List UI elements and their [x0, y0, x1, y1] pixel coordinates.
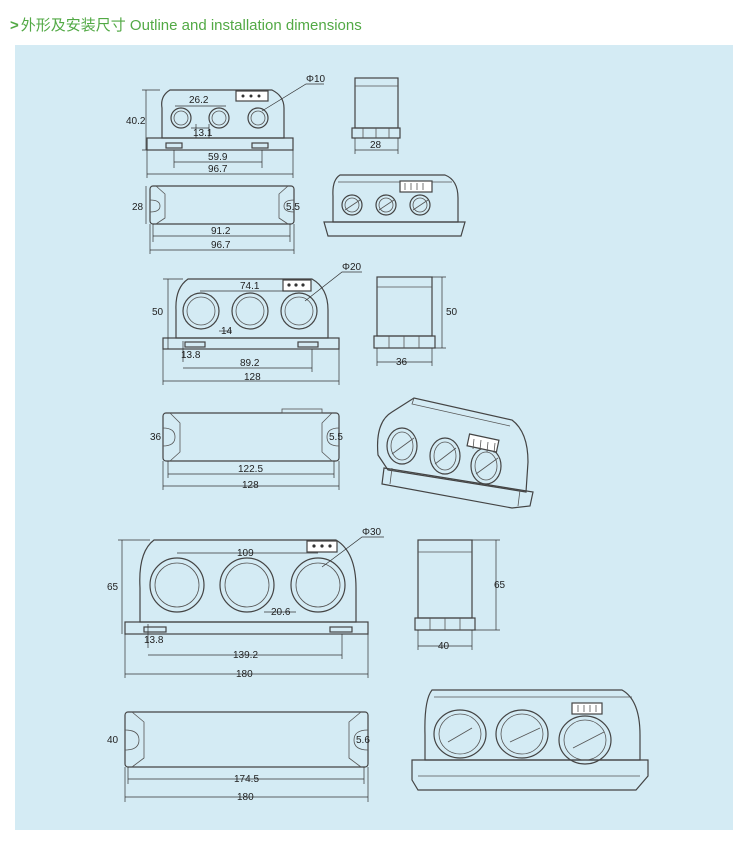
medium-mount-spacing: 89.2	[240, 358, 260, 369]
medium-width: 128	[244, 372, 261, 383]
small-gap: 13.1	[193, 128, 213, 139]
small-mount-spacing: 59.9	[208, 152, 228, 163]
small-top-width: 96.7	[211, 240, 231, 251]
large-front-view: Φ30 109 20.6 65 13.8 139.2 180	[107, 527, 384, 680]
small-top-slot: 5.5	[286, 202, 300, 213]
medium-gap: 14	[221, 326, 233, 337]
small-top-inner: 91.2	[211, 226, 231, 237]
medium-front-view: Φ20 74.1 14 50 13.8 89.2 128	[152, 262, 362, 385]
large-side-height: 65	[494, 580, 506, 591]
large-top-inner: 174.5	[234, 774, 259, 785]
section-header: >外形及安装尺寸 Outline and installation dimens…	[10, 14, 362, 35]
small-side-view: 28	[351, 77, 401, 154]
small-width: 96.7	[208, 164, 228, 175]
medium-top-view: 36 5.5 122.5 128	[150, 408, 343, 491]
small-top-view: 28 5.5 91.2 96.7	[132, 185, 300, 254]
small-side-depth: 28	[370, 140, 382, 151]
medium-side-height: 50	[446, 307, 458, 318]
large-top-height: 40	[107, 735, 119, 746]
medium-top-slot: 5.5	[329, 432, 343, 443]
large-phi-label: Φ30	[362, 527, 382, 538]
large-gap: 20.6	[271, 607, 291, 618]
large-top-slot: 5.6	[356, 735, 370, 746]
small-hole-spacing: 26.2	[189, 95, 209, 106]
large-side-view: 65 40	[414, 539, 506, 652]
large-left-offset: 13.8	[144, 635, 164, 646]
large-top-width: 180	[237, 792, 254, 803]
medium-phi-label: Φ20	[342, 262, 362, 273]
large-top-view: 40 5.6 174.5 180	[107, 711, 370, 803]
medium-side-view: 50 36	[373, 276, 458, 368]
large-width: 180	[236, 669, 253, 680]
medium-hole-spacing: 74.1	[240, 281, 260, 292]
medium-top-inner: 122.5	[238, 464, 263, 475]
large-side-depth: 40	[438, 641, 450, 652]
drawing-panel	[15, 45, 733, 830]
large-hole-spacing: 109	[237, 548, 254, 559]
medium-iso-view	[376, 397, 534, 509]
small-top-height: 28	[132, 202, 144, 213]
medium-top-width: 128	[242, 480, 259, 491]
small-front-view: Φ10 26.2 13.1 40.2 59.9 96.7	[126, 74, 326, 178]
large-iso-view	[411, 689, 649, 791]
chevron-right-icon: >	[10, 17, 19, 34]
medium-left-offset: 13.8	[181, 350, 201, 361]
large-mount-spacing: 139.2	[233, 650, 258, 661]
small-phi-label: Φ10	[306, 74, 326, 85]
medium-top-height: 36	[150, 432, 162, 443]
section-title: 外形及安装尺寸 Outline and installation dimensi…	[20, 17, 362, 34]
medium-side-depth: 36	[396, 357, 408, 368]
small-iso-view	[323, 174, 466, 237]
large-height: 65	[107, 582, 119, 593]
medium-height: 50	[152, 307, 164, 318]
small-height: 40.2	[126, 116, 146, 127]
